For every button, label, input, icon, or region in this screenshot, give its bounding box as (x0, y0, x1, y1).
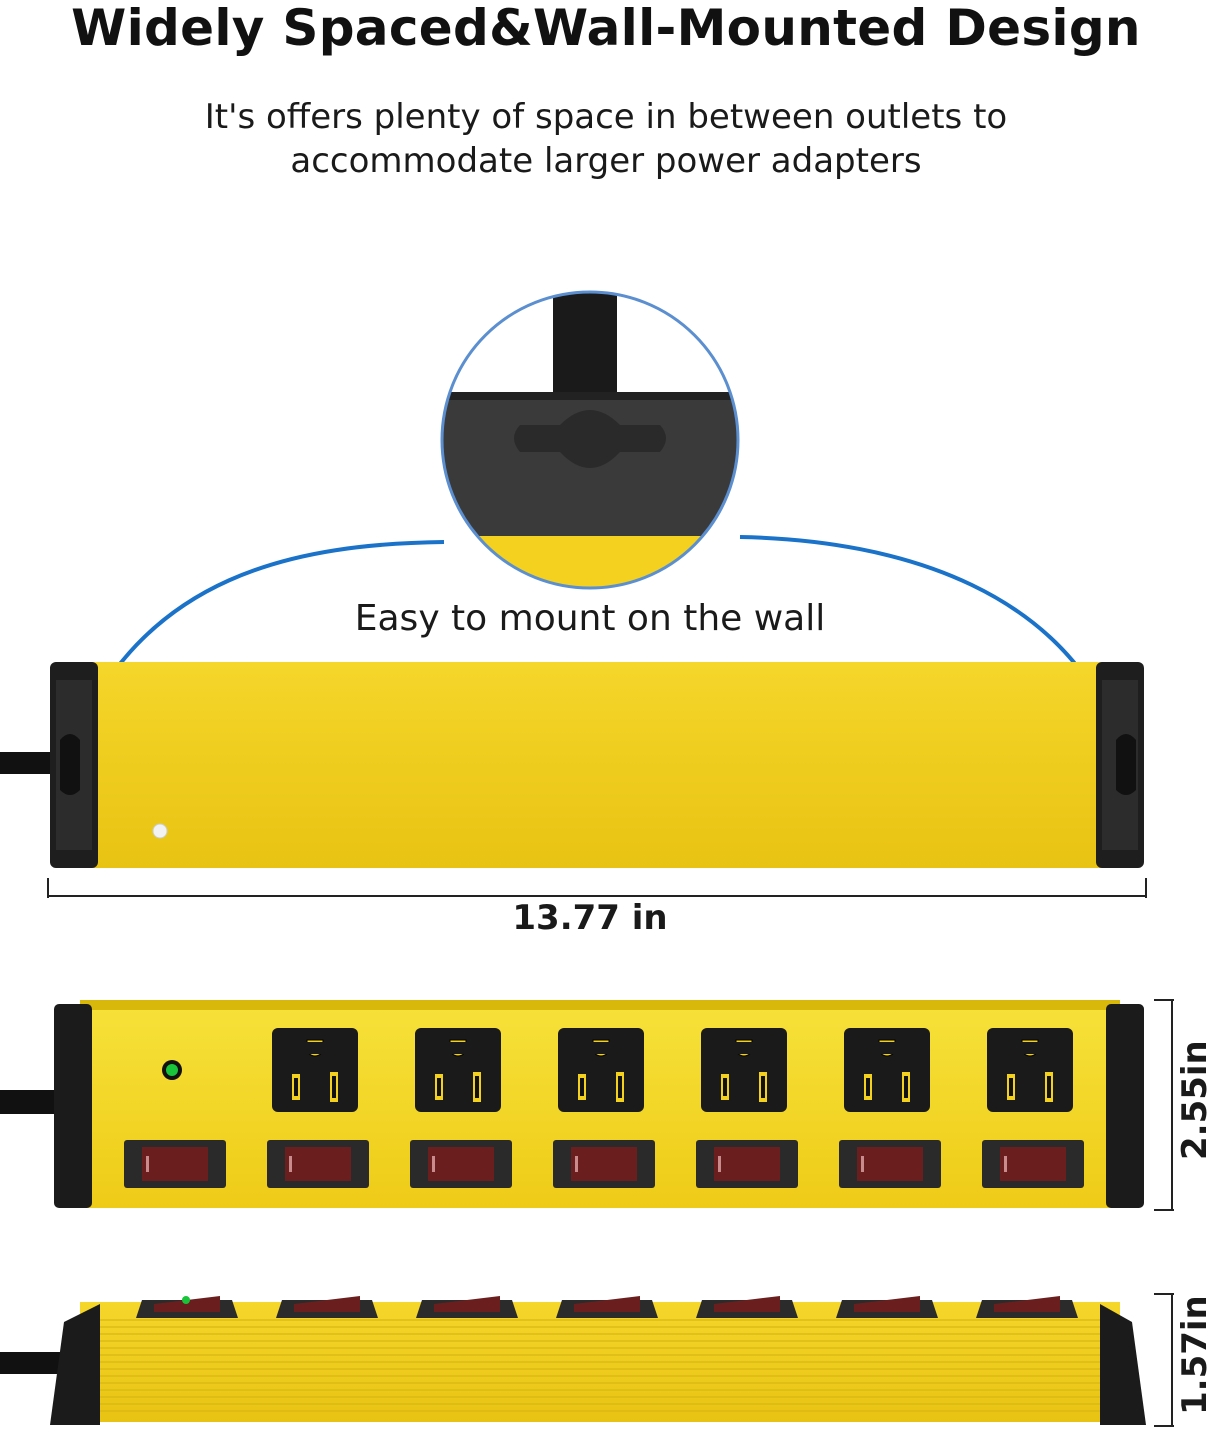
width-dimension (47, 878, 1147, 898)
rocker-switch[interactable] (839, 1140, 941, 1188)
outlet (272, 1028, 358, 1112)
subtitle-line-1: It's offers plenty of space in between o… (204, 97, 1008, 137)
outlet (701, 1028, 787, 1112)
outlet (844, 1028, 930, 1112)
zoom-detail-circle (440, 290, 740, 590)
side-left-cap (50, 1304, 100, 1425)
back-view-strip (0, 662, 1144, 868)
power-cord (0, 752, 52, 774)
side-power-cord (0, 1352, 70, 1374)
side-rocker-switch (276, 1296, 378, 1318)
keyhole-slot (514, 410, 666, 468)
width-label: 13.77 in (512, 898, 668, 938)
rocker-switch[interactable] (553, 1140, 655, 1188)
back-panel (88, 662, 1108, 868)
indicator-light (166, 1064, 178, 1076)
side-right-cap (1100, 1304, 1146, 1425)
mount-label: Easy to mount on the wall (354, 598, 826, 639)
screw-post (553, 292, 617, 395)
front-view-strip (0, 1000, 1144, 1208)
rocker-switch[interactable] (124, 1140, 226, 1188)
side-rocker-switch (136, 1296, 238, 1318)
depth-label: 1.57in (1175, 1295, 1212, 1415)
front-left-cap (54, 1004, 92, 1208)
side-rocker-switch (696, 1296, 798, 1318)
rocker-switch[interactable] (982, 1140, 1084, 1188)
rocker-switch[interactable] (410, 1140, 512, 1188)
front-right-cap (1106, 1004, 1144, 1208)
outlet (987, 1028, 1073, 1112)
side-view-strip (0, 1296, 1146, 1425)
side-rocker-switch (976, 1296, 1078, 1318)
headline: Widely Spaced&Wall-Mounted Design (71, 0, 1141, 57)
side-rocker-switch (556, 1296, 658, 1318)
rocker-switch[interactable] (267, 1140, 369, 1188)
outlet (558, 1028, 644, 1112)
rocker-switch[interactable] (696, 1140, 798, 1188)
height-label: 2.55in (1175, 1040, 1212, 1160)
side-rocker-switch (836, 1296, 938, 1318)
depth-dimension (1154, 1293, 1174, 1427)
subtitle-line-2: accommodate larger power adapters (290, 141, 922, 181)
side-rocker-switch (416, 1296, 518, 1318)
outlet (415, 1028, 501, 1112)
height-dimension (1154, 999, 1174, 1211)
